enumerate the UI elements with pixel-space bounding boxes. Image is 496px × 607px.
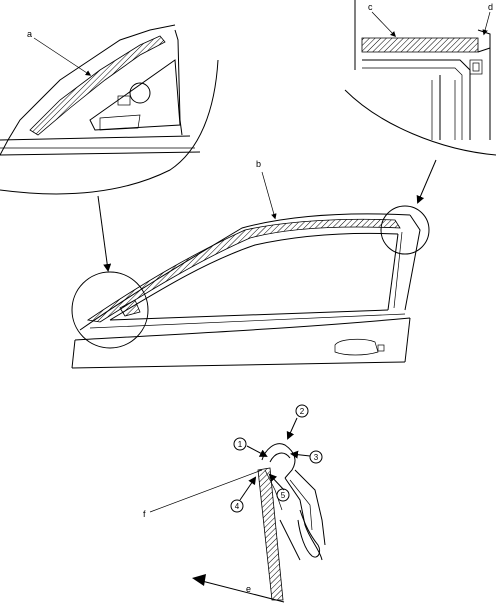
inset-front-pillar	[0, 24, 219, 195]
callout-f: f	[143, 509, 146, 519]
seal-cross-section	[257, 443, 326, 601]
step-2-label: 2	[300, 407, 305, 416]
step-2-marker: 2	[295, 404, 309, 418]
step-5-label: 5	[281, 491, 286, 500]
direction-arrow	[192, 574, 285, 603]
step-4-marker: 4	[230, 499, 244, 513]
callout-a: a	[27, 29, 32, 39]
step-1-marker: 1	[233, 437, 247, 451]
step-3-marker: 3	[309, 450, 323, 464]
inset-rear-corner	[344, 0, 496, 156]
callout-e: e	[246, 584, 251, 594]
callout-b: b	[256, 159, 261, 169]
door-main-view	[71, 205, 430, 369]
callout-c: c	[368, 2, 373, 12]
step-1-label: 1	[238, 440, 243, 449]
step-4-label: 4	[235, 502, 240, 511]
callout-d: d	[488, 2, 493, 12]
step-arrows	[239, 417, 311, 501]
step-5-marker: 5	[276, 488, 290, 502]
step-3-label: 3	[314, 453, 319, 462]
